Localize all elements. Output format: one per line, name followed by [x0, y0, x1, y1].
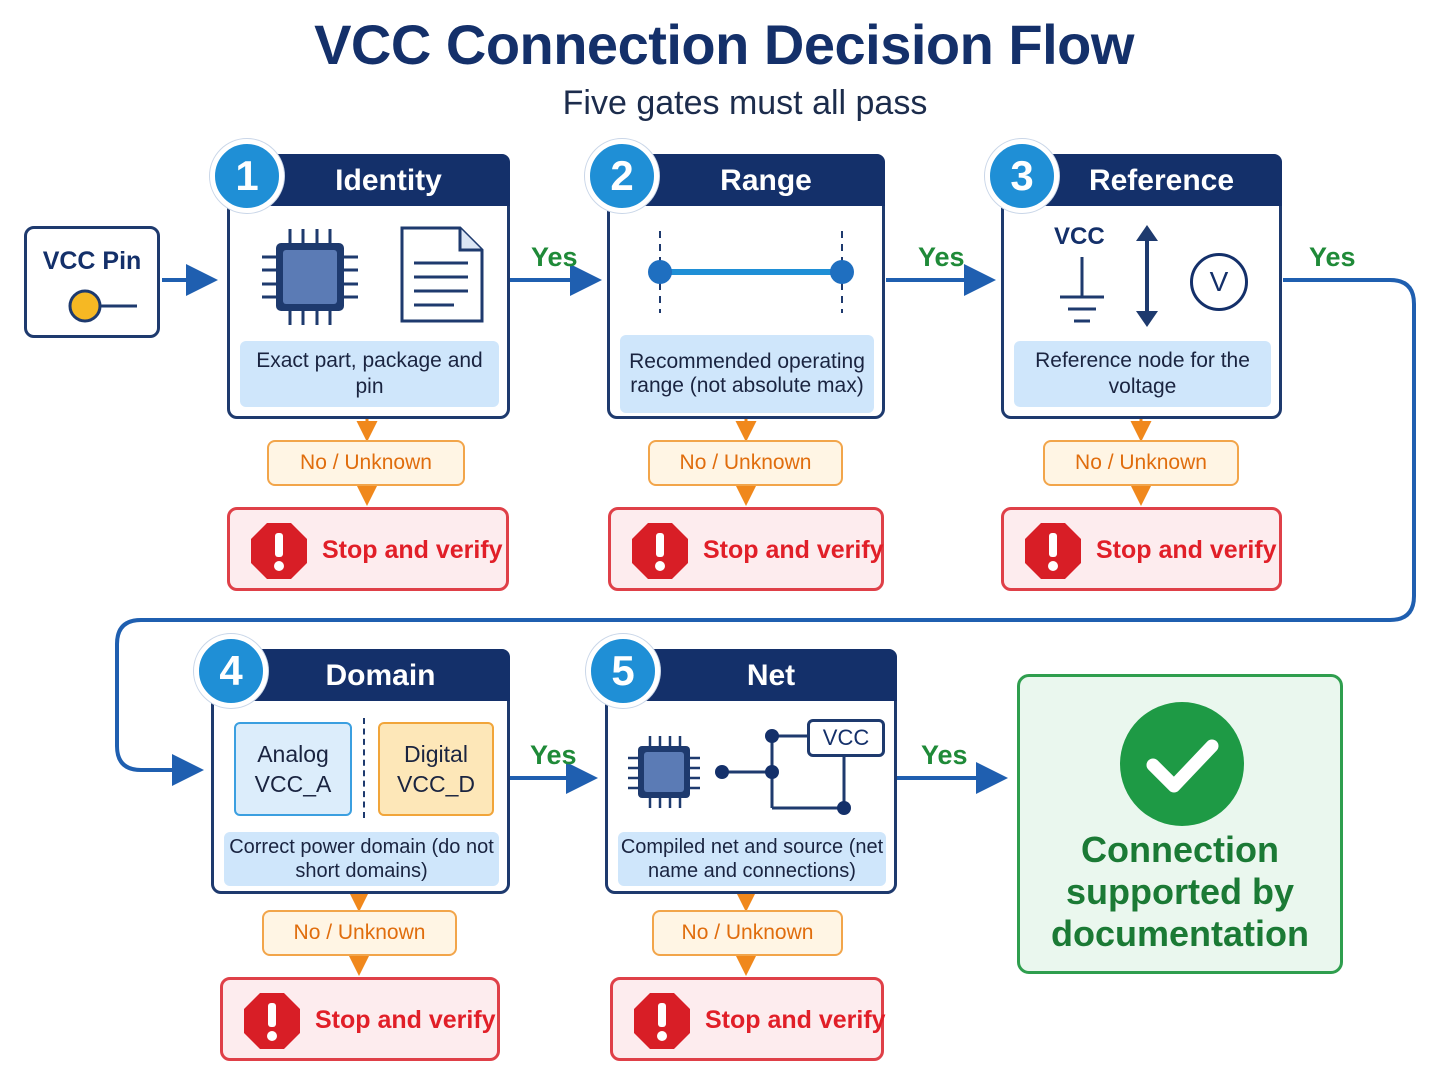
pin-icon [68, 289, 137, 323]
yes-label: Yes [1309, 242, 1356, 272]
digital-net-label: VCC_D [397, 771, 475, 797]
stop-label: Stop and verify [322, 536, 503, 564]
domain-divider [363, 718, 365, 818]
net-schematic-icon [715, 729, 851, 815]
gate-description: Exact part, package and pin [240, 341, 499, 407]
stop-warning-icon [251, 523, 307, 579]
digital-label: Digital [404, 741, 468, 767]
no-unknown-label: No / Unknown [262, 910, 457, 956]
ground-icon [1060, 257, 1104, 323]
stop-and-verify-box: Stop and verify [220, 977, 500, 1061]
gate-domain: Domain Analog VCC_A Digital VCC_D Correc… [211, 649, 510, 894]
gate-title: Net [746, 659, 796, 692]
stop-label: Stop and verify [1096, 536, 1277, 564]
document-icon [400, 226, 484, 323]
vcc-pin-label: VCC Pin [42, 247, 142, 275]
step-number-badge: 1 [210, 139, 284, 213]
stop-and-verify-box: Stop and verify [610, 977, 886, 1061]
vcc-net-label: VCC [807, 719, 885, 757]
step-number-badge: 3 [985, 139, 1059, 213]
success-text: Connection supported by documentation [1051, 829, 1309, 954]
gate-title: Range [720, 164, 812, 197]
stop-label: Stop and verify [705, 1006, 886, 1034]
voltmeter-icon: V [1190, 253, 1248, 311]
yes-label: Yes [921, 740, 968, 770]
stop-label: Stop and verify [315, 1006, 496, 1034]
analog-net-label: VCC_A [254, 771, 332, 797]
success-box: Connection supported by documentation [1017, 674, 1343, 974]
stop-and-verify-box: Stop and verify [227, 507, 509, 591]
yes-label: Yes [918, 242, 965, 272]
stop-and-verify-box: Stop and verify [1001, 507, 1282, 591]
no-unknown-label: No / Unknown [652, 910, 843, 956]
step-number-badge: 4 [194, 634, 268, 708]
no-unknown-label: No / Unknown [267, 440, 465, 486]
checkmark-icon [1120, 702, 1244, 826]
chip-icon [262, 229, 358, 325]
stop-label: Stop and verify [703, 536, 884, 564]
gate-description: Compiled net and source (net name and co… [618, 832, 886, 886]
gate-description: Recommended operating range (not absolut… [620, 335, 874, 413]
gate-description: Correct power domain (do not short domai… [224, 832, 499, 886]
stop-warning-icon [632, 523, 688, 579]
gate-title: Reference [1088, 164, 1235, 197]
analog-domain-box: Analog VCC_A [234, 722, 352, 816]
double-arrow-icon [1136, 225, 1158, 327]
range-bar-icon [648, 231, 854, 313]
chip-icon [628, 736, 700, 808]
stop-warning-icon [634, 993, 690, 1049]
vcc-pin-node: VCC Pin [24, 226, 160, 338]
yes-label: Yes [530, 740, 577, 770]
yes-label: Yes [531, 242, 578, 272]
no-unknown-label: No / Unknown [648, 440, 843, 486]
step-number-badge: 5 [586, 634, 660, 708]
stop-warning-icon [244, 993, 300, 1049]
no-unknown-label: No / Unknown [1043, 440, 1239, 486]
digital-domain-box: Digital VCC_D [378, 722, 494, 816]
gate-description: Reference node for the voltage [1014, 341, 1271, 407]
page-title: VCC Connection Decision Flow [314, 13, 1134, 76]
step-number-badge: 2 [585, 139, 659, 213]
stop-and-verify-box: Stop and verify [608, 507, 884, 591]
gate-title: Identity [335, 164, 442, 197]
stop-warning-icon [1025, 523, 1081, 579]
analog-label: Analog [257, 741, 329, 767]
gate-title: Domain [325, 659, 436, 692]
page-subtitle: Five gates must all pass [562, 84, 928, 122]
gate-reference: Reference VCC V Reference node for the v… [1001, 154, 1282, 419]
arrow-reference-to-domain [115, 278, 1416, 786]
vcc-label: VCC [1054, 223, 1105, 250]
